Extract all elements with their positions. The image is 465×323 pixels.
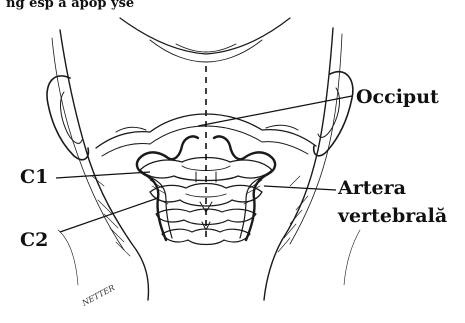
cropped-heading: ng esp a apop yse — [6, 0, 134, 11]
label-occiput: Occiput — [356, 86, 439, 108]
label-vertebrala: vertebrală — [337, 205, 447, 227]
label-artera: Artera — [337, 177, 406, 199]
label-c1: C1 — [20, 166, 48, 188]
artera-leader — [264, 186, 336, 190]
c1-leader — [56, 172, 150, 178]
left-ear — [47, 76, 88, 160]
neck-outline — [52, 18, 342, 300]
occiput-leader — [198, 96, 352, 126]
artist-signature: NETTER — [80, 283, 116, 308]
label-c2: C2 — [20, 229, 48, 251]
c2-leader — [60, 198, 158, 232]
